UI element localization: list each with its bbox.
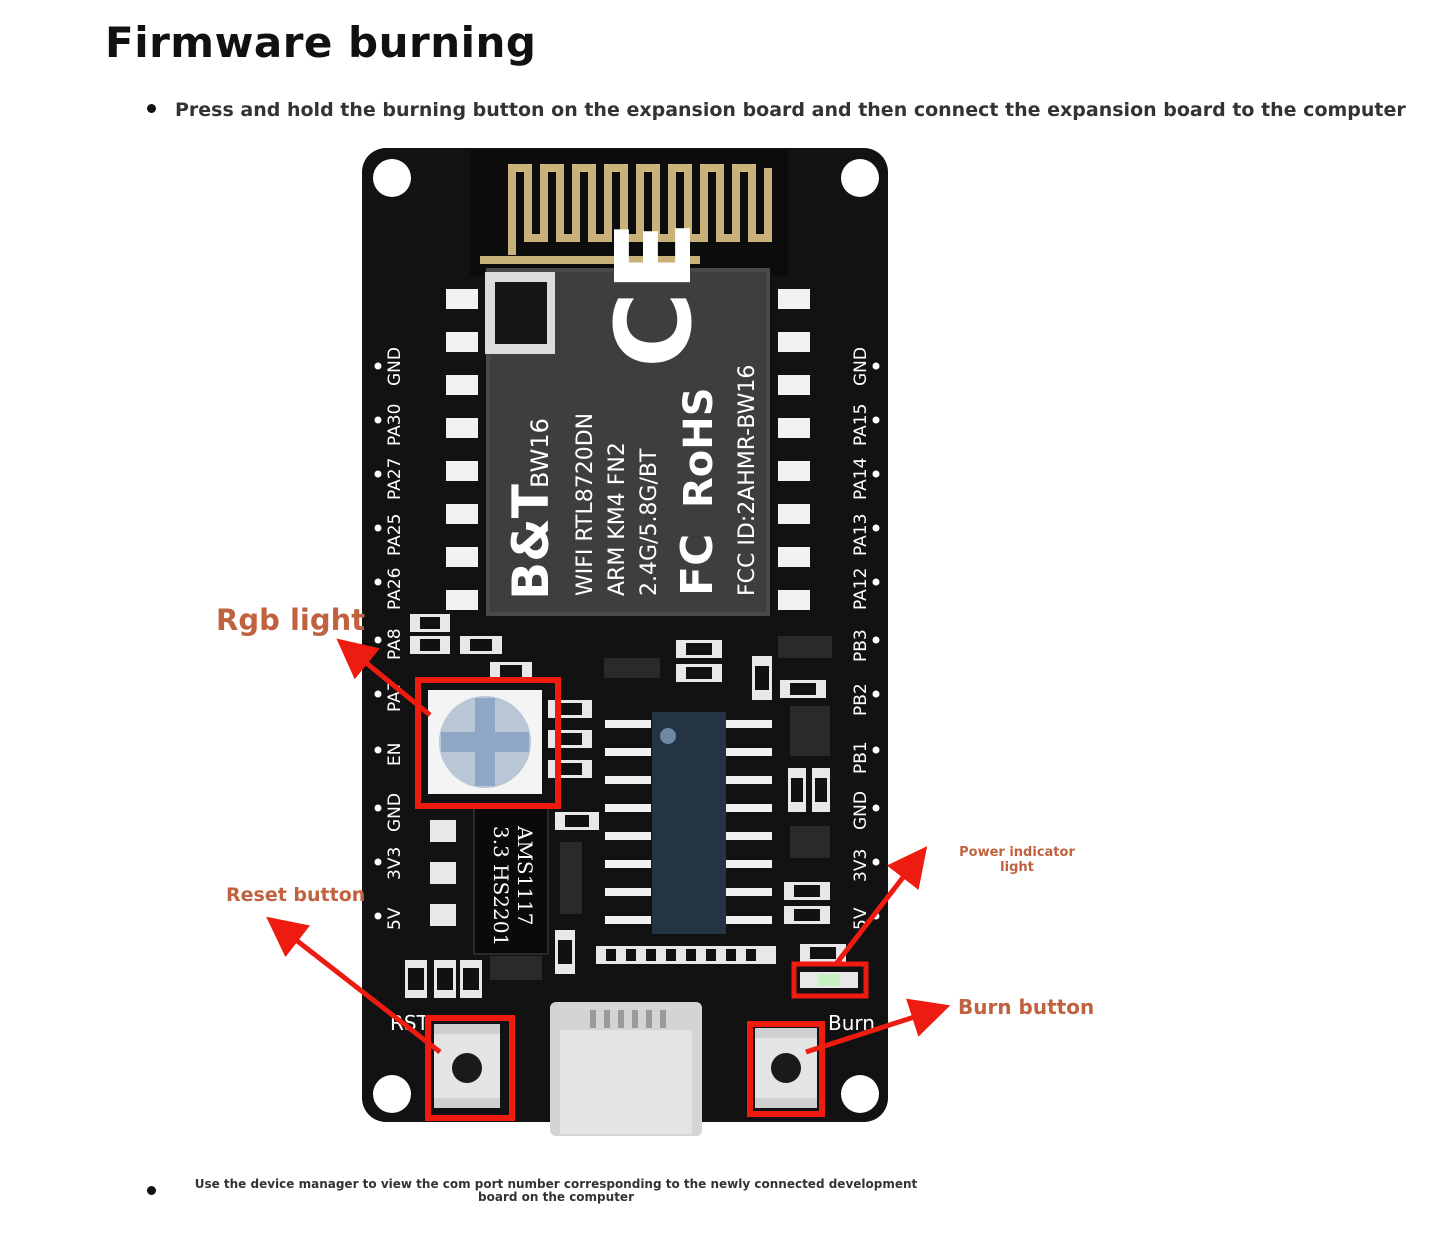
svg-text:B&T: B&T: [502, 484, 560, 600]
svg-text:5V: 5V: [385, 907, 405, 930]
svg-text:PA27: PA27: [385, 458, 405, 500]
usb-c-connector: [550, 1002, 702, 1136]
reset-button-callout: Reset button: [226, 884, 365, 906]
mount-hole: [373, 159, 411, 197]
svg-text:BW16: BW16: [526, 418, 554, 488]
reset-highlight-box: [425, 1015, 515, 1121]
svg-text:RoHS: RoHS: [676, 387, 722, 508]
svg-text:GND: GND: [385, 347, 405, 386]
svg-text:PB3: PB3: [851, 629, 871, 662]
step-2-text: Use the device manager to view the com p…: [194, 1177, 918, 1204]
svg-text:3V3: 3V3: [385, 847, 405, 880]
antenna-trace: [480, 164, 772, 264]
regulator-chip: [473, 807, 549, 955]
rgb-highlight-box: [415, 677, 561, 809]
reset-button: [434, 1024, 500, 1108]
power-highlight-box: [791, 961, 869, 999]
mount-hole: [841, 1075, 879, 1113]
burn-highlight-box: [747, 1021, 825, 1117]
svg-text:PA25: PA25: [385, 514, 405, 556]
right-pin-labels: GND PA15 PA14 PA13 PA12 PB3 PB2 PB1 GND …: [851, 347, 871, 930]
svg-text:PA14: PA14: [851, 458, 871, 500]
svg-text:PA13: PA13: [851, 514, 871, 556]
svg-text:GND: GND: [851, 347, 871, 386]
svg-text:ARM KM4 FN2: ARM KM4 FN2: [605, 442, 630, 596]
svg-text:2.4G/5.8G/BT: 2.4G/5.8G/BT: [637, 448, 662, 596]
svg-text:GND: GND: [385, 793, 405, 832]
svg-text:3.3 HS2201: 3.3 HS2201: [489, 826, 513, 946]
rgb-led: [428, 690, 542, 794]
svg-text:3V3: 3V3: [851, 849, 871, 882]
burn-button: [755, 1028, 817, 1108]
svg-text:PB2: PB2: [851, 683, 871, 716]
rgb-arrow: [336, 638, 432, 717]
bullet: [147, 1186, 156, 1195]
svg-text:PA8: PA8: [385, 628, 405, 660]
svg-text:AMS1117: AMS1117: [513, 825, 537, 926]
svg-text:FCC ID:2AHMR-BW16: FCC ID:2AHMR-BW16: [735, 365, 760, 596]
reset-arrow: [266, 916, 442, 1054]
svg-text:GND: GND: [851, 791, 871, 830]
mount-hole: [373, 1075, 411, 1113]
mount-hole: [841, 159, 879, 197]
module-pads-right: [778, 289, 810, 610]
svg-text:FC: FC: [672, 534, 723, 596]
smd-components: [405, 614, 846, 998]
svg-text:PA26: PA26: [385, 568, 405, 610]
svg-text:PA15: PA15: [851, 404, 871, 446]
svg-text:CE: CE: [593, 221, 715, 368]
step-1-text: Press and hold the burning button on the…: [175, 99, 1406, 121]
page-title: Firmware burning: [105, 18, 537, 67]
burn-arrow: [805, 998, 951, 1055]
svg-text:PA30: PA30: [385, 404, 405, 446]
power-arrow: [834, 846, 928, 966]
svg-text:PB1: PB1: [851, 741, 871, 774]
bullet: [147, 104, 156, 113]
svg-text:WIFI RTL8720DN: WIFI RTL8720DN: [573, 413, 598, 596]
usb-serial-chip: [605, 712, 772, 934]
svg-text:EN: EN: [385, 743, 405, 766]
svg-text:PA12: PA12: [851, 568, 871, 610]
module-markings: B&T BW16 WIFI RTL8720DN ARM KM4 FN2 2.4G…: [502, 221, 760, 600]
rgb-light-callout: Rgb light: [216, 603, 365, 637]
module-pads-left: [446, 289, 478, 610]
burn-button-callout: Burn button: [958, 995, 1094, 1019]
